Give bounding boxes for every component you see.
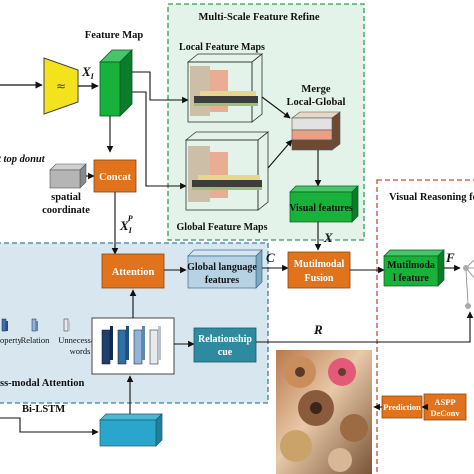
global-feature-maps-stack xyxy=(184,131,270,211)
local-to-merge-arrow xyxy=(261,96,291,119)
multimodal-feature-block xyxy=(383,249,445,287)
prediction-label: Prediction xyxy=(383,402,421,412)
mm-feature-label-line2: l feature xyxy=(393,273,429,284)
concat-label: Concat xyxy=(99,172,132,183)
aspp-deconv-box xyxy=(423,393,467,421)
reasoning-graph xyxy=(463,259,474,309)
msfr-title: Multi-Scale Feature Refine xyxy=(198,12,319,23)
global-feature-maps-label: Global Feature Maps xyxy=(177,222,268,233)
word-unnecessary-line2: words xyxy=(70,346,91,356)
relationship-to-graph-arrow xyxy=(256,311,474,343)
f-label: F xyxy=(445,250,455,265)
local-feature-maps-label: Local Feature Maps xyxy=(179,42,265,53)
global-to-merge-arrow xyxy=(267,139,293,169)
relationship-label-line2: cue xyxy=(218,347,233,358)
word-stack-bars xyxy=(101,326,161,365)
merge-label-line1: Merge xyxy=(301,84,330,95)
attention-label: Attention xyxy=(112,267,155,278)
multimodal-fusion-line2: Fusion xyxy=(305,273,334,284)
bilstm-label: Bi-LSTM xyxy=(22,404,65,415)
global-language-label-line1: Global language xyxy=(187,262,257,273)
aspp-label-line1: ASPP xyxy=(434,397,455,407)
merge-block xyxy=(291,111,341,151)
donut-image xyxy=(276,350,372,474)
feature-map-label: Feature Map xyxy=(85,30,144,41)
bilstm-to-block-line xyxy=(0,417,99,436)
spatial-coordinate-block xyxy=(49,163,87,189)
r-label: R xyxy=(313,322,323,337)
relationship-cue-box xyxy=(193,327,257,363)
multimodal-fusion-box xyxy=(287,251,351,289)
query-text: t top donut xyxy=(0,154,46,165)
visual-reasoning-region xyxy=(376,179,474,474)
mm-feature-label-line1: Mutilmoda xyxy=(387,260,435,271)
spatial-label-line2: coordinate xyxy=(42,205,90,216)
word-property-label: operty xyxy=(0,335,22,345)
feature-map-block xyxy=(99,49,133,117)
cross-modal-attention-title: ss-modal Attention xyxy=(0,378,84,389)
word-token-property xyxy=(1,318,8,332)
encoder-trapezoid xyxy=(43,57,79,115)
c-label: C xyxy=(266,250,275,265)
word-token-unnecessary xyxy=(63,318,70,332)
multimodal-fusion-line1: Mutilmodal xyxy=(294,259,345,270)
feature-map-to-global-arrow xyxy=(132,91,187,190)
x-i-label: XI xyxy=(81,64,95,81)
spatial-label-line1: spatial xyxy=(51,192,81,203)
aspp-label-line2: DeConv xyxy=(430,408,460,418)
x-ip-label: XIP xyxy=(119,214,133,235)
visual-reasoning-title: Visual Reasoning fo xyxy=(389,192,474,203)
bilstm-block xyxy=(99,413,163,447)
local-feature-maps-stack xyxy=(186,53,264,123)
word-relation-label: Relation xyxy=(21,335,51,345)
word-unnecessary-line1: Unnecessary xyxy=(58,335,102,345)
word-token-relation xyxy=(31,318,38,332)
merge-label-line2: Local-Global xyxy=(287,97,346,108)
x-label: X xyxy=(323,230,333,245)
global-language-features-block xyxy=(187,249,263,289)
attention-box xyxy=(101,253,165,289)
feature-map-to-local-arrow xyxy=(132,71,189,104)
encoder-squiggle-icon: ≈ xyxy=(56,79,66,93)
visual-features-block xyxy=(289,185,359,223)
global-language-label-line2: features xyxy=(205,275,239,286)
visual-features-label: Visual features xyxy=(289,203,353,214)
relationship-label-line1: Relationship xyxy=(198,334,252,345)
